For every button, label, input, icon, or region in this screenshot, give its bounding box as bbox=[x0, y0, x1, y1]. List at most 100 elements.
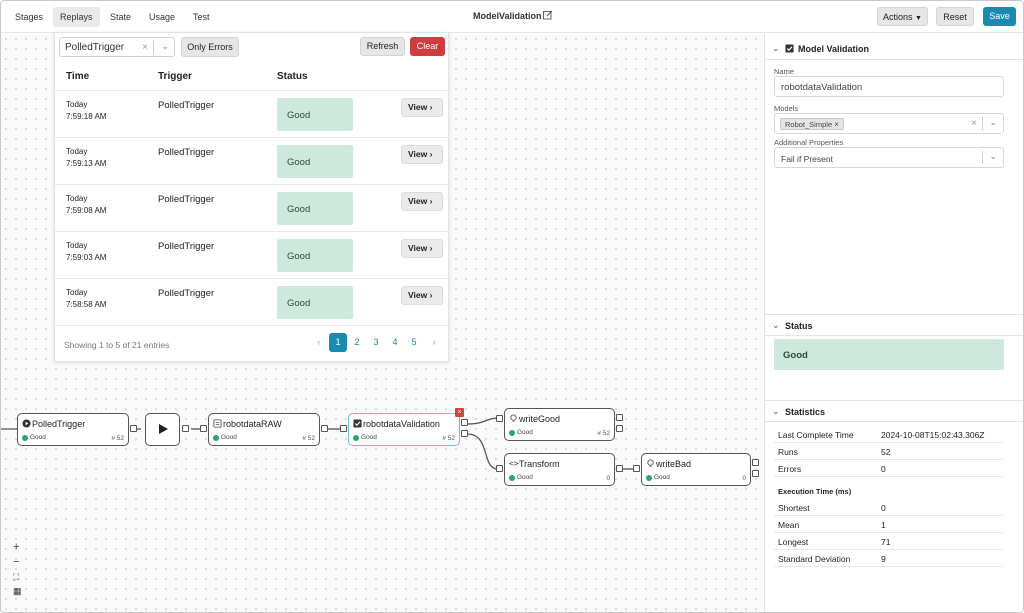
node-count: # 52 bbox=[597, 430, 610, 437]
view-button[interactable]: View › bbox=[401, 192, 443, 211]
stat-value: 2024-10-08T15:02:43.306Z bbox=[881, 430, 985, 440]
stat-key: Mean bbox=[778, 520, 800, 530]
node-writebad[interactable]: writeBad Good 0 bbox=[641, 453, 751, 486]
node-robotdatavalidation[interactable]: robotdataValidation Good # 52 × bbox=[348, 408, 464, 446]
view-button[interactable]: View › bbox=[401, 98, 443, 117]
model-chip-label: Robot_Simple bbox=[785, 120, 833, 129]
node-status: Good bbox=[517, 474, 533, 481]
properties-panel: ⌄ Model Validation Name robotdataValidat… bbox=[764, 34, 1023, 612]
table-row: Today 7:59:08 AM PolledTrigger Good View… bbox=[55, 184, 450, 231]
input-port[interactable] bbox=[496, 415, 503, 422]
clear-icon[interactable]: × bbox=[971, 118, 977, 129]
input-port[interactable] bbox=[340, 425, 347, 432]
chevron-down-icon[interactable]: ⌄ bbox=[989, 151, 997, 161]
zoom-in-icon[interactable]: + bbox=[13, 541, 20, 553]
tab-state[interactable]: State bbox=[110, 12, 132, 22]
row-day: Today bbox=[66, 100, 88, 109]
output-port[interactable] bbox=[461, 430, 468, 437]
additional-properties-select[interactable]: Fail if Present ⌄ bbox=[774, 147, 1004, 168]
minimap-icon[interactable]: ▦ bbox=[13, 586, 22, 596]
section-statistics[interactable]: ⌄ Statistics bbox=[765, 400, 1023, 422]
chevron-down-icon[interactable]: ⌄ bbox=[772, 320, 780, 330]
lightbulb-icon bbox=[510, 414, 517, 422]
section-status[interactable]: ⌄ Status bbox=[765, 314, 1023, 336]
view-button[interactable]: View › bbox=[401, 286, 443, 305]
view-button[interactable]: View › bbox=[401, 145, 443, 164]
column-header-time: Time bbox=[66, 71, 90, 82]
node-robotdataraw[interactable]: robotdataRAW Good # 52 bbox=[208, 413, 320, 446]
output-port[interactable] bbox=[182, 425, 189, 432]
stat-row: Standard Deviation 9 bbox=[774, 550, 1004, 567]
node-play[interactable] bbox=[145, 413, 180, 446]
chevron-down-icon[interactable]: ⌄ bbox=[772, 406, 780, 416]
output-port[interactable] bbox=[752, 470, 759, 477]
clear-button[interactable]: Clear bbox=[410, 37, 445, 56]
output-port[interactable] bbox=[616, 414, 623, 421]
node-status: Good bbox=[654, 474, 670, 481]
output-port[interactable] bbox=[616, 465, 623, 472]
stat-value: 0 bbox=[881, 503, 886, 513]
row-time: 7:59:18 AM bbox=[66, 112, 107, 121]
clear-icon[interactable]: × bbox=[142, 42, 148, 53]
page-2-button[interactable]: 2 bbox=[354, 337, 360, 347]
tab-replays[interactable]: Replays bbox=[53, 7, 100, 27]
table-row: Today 7:59:03 AM PolledTrigger Good View… bbox=[55, 231, 450, 278]
actions-button[interactable]: Actions ▼ bbox=[877, 7, 928, 26]
page-5-button[interactable]: 5 bbox=[411, 337, 417, 347]
status-text: Good bbox=[287, 251, 311, 262]
trigger-filter-select[interactable]: PolledTrigger × ⌄ bbox=[59, 37, 175, 57]
table-row: Today 7:59:18 AM PolledTrigger Good View… bbox=[55, 90, 450, 137]
tab-stages[interactable]: Stages bbox=[15, 12, 44, 22]
status-text: Good bbox=[287, 298, 311, 309]
output-port[interactable] bbox=[130, 425, 137, 432]
stat-value: 52 bbox=[881, 447, 891, 457]
prev-page-icon[interactable]: ‹ bbox=[317, 337, 321, 347]
page-4-button[interactable]: 4 bbox=[392, 337, 398, 347]
status-text: Good bbox=[287, 157, 311, 168]
view-button[interactable]: View › bbox=[401, 239, 443, 258]
stat-key: Standard Deviation bbox=[778, 554, 851, 564]
page-1-button[interactable]: 1 bbox=[329, 333, 347, 352]
output-port[interactable] bbox=[616, 425, 623, 432]
row-day: Today bbox=[66, 147, 88, 156]
database-icon bbox=[213, 419, 222, 428]
output-port[interactable] bbox=[752, 459, 759, 466]
tab-test[interactable]: Test bbox=[193, 12, 210, 22]
name-label: Name bbox=[774, 67, 795, 76]
chevron-down-icon[interactable]: ⌄ bbox=[772, 43, 780, 53]
stat-row: Runs 52 bbox=[774, 443, 1004, 460]
chevron-down-icon[interactable]: ⌄ bbox=[989, 117, 997, 127]
save-button[interactable]: Save bbox=[983, 7, 1016, 26]
connector bbox=[466, 417, 499, 425]
page-3-button[interactable]: 3 bbox=[373, 337, 379, 347]
name-field[interactable]: robotdataValidation bbox=[774, 76, 1004, 97]
fit-view-icon[interactable]: ⛶ bbox=[13, 572, 20, 582]
status-dot bbox=[213, 435, 219, 441]
input-port[interactable] bbox=[496, 465, 503, 472]
status-badge: Good bbox=[277, 286, 353, 319]
node-count: # 52 bbox=[442, 435, 455, 442]
input-port[interactable] bbox=[633, 465, 640, 472]
node-status: Good bbox=[30, 434, 46, 441]
models-select[interactable]: Robot_Simple × × ⌄ bbox=[774, 113, 1004, 134]
delete-node-icon[interactable]: × bbox=[455, 408, 464, 417]
output-port[interactable] bbox=[321, 425, 328, 432]
zoom-out-icon[interactable]: − bbox=[13, 556, 20, 568]
only-errors-button[interactable]: Only Errors bbox=[181, 37, 239, 57]
reset-button[interactable]: Reset bbox=[936, 7, 974, 26]
node-transform[interactable]: <> Transform Good 0 bbox=[504, 453, 615, 486]
next-page-icon[interactable]: › bbox=[432, 337, 436, 347]
chevron-down-icon[interactable]: ⌄ bbox=[161, 41, 169, 51]
output-port[interactable] bbox=[461, 419, 468, 426]
tab-usage[interactable]: Usage bbox=[149, 12, 176, 22]
input-port[interactable] bbox=[200, 425, 207, 432]
refresh-button[interactable]: Refresh bbox=[360, 37, 405, 56]
edit-icon[interactable] bbox=[543, 10, 553, 20]
node-writegood[interactable]: writeGood Good # 52 bbox=[504, 408, 615, 441]
section-model-validation[interactable]: ⌄ Model Validation bbox=[765, 38, 1023, 60]
node-polledtrigger[interactable]: PolledTrigger Good # 52 bbox=[17, 413, 129, 446]
node-name: robotdataRAW bbox=[223, 419, 282, 429]
remove-chip-icon[interactable]: × bbox=[834, 120, 839, 129]
status-dot bbox=[22, 435, 28, 441]
